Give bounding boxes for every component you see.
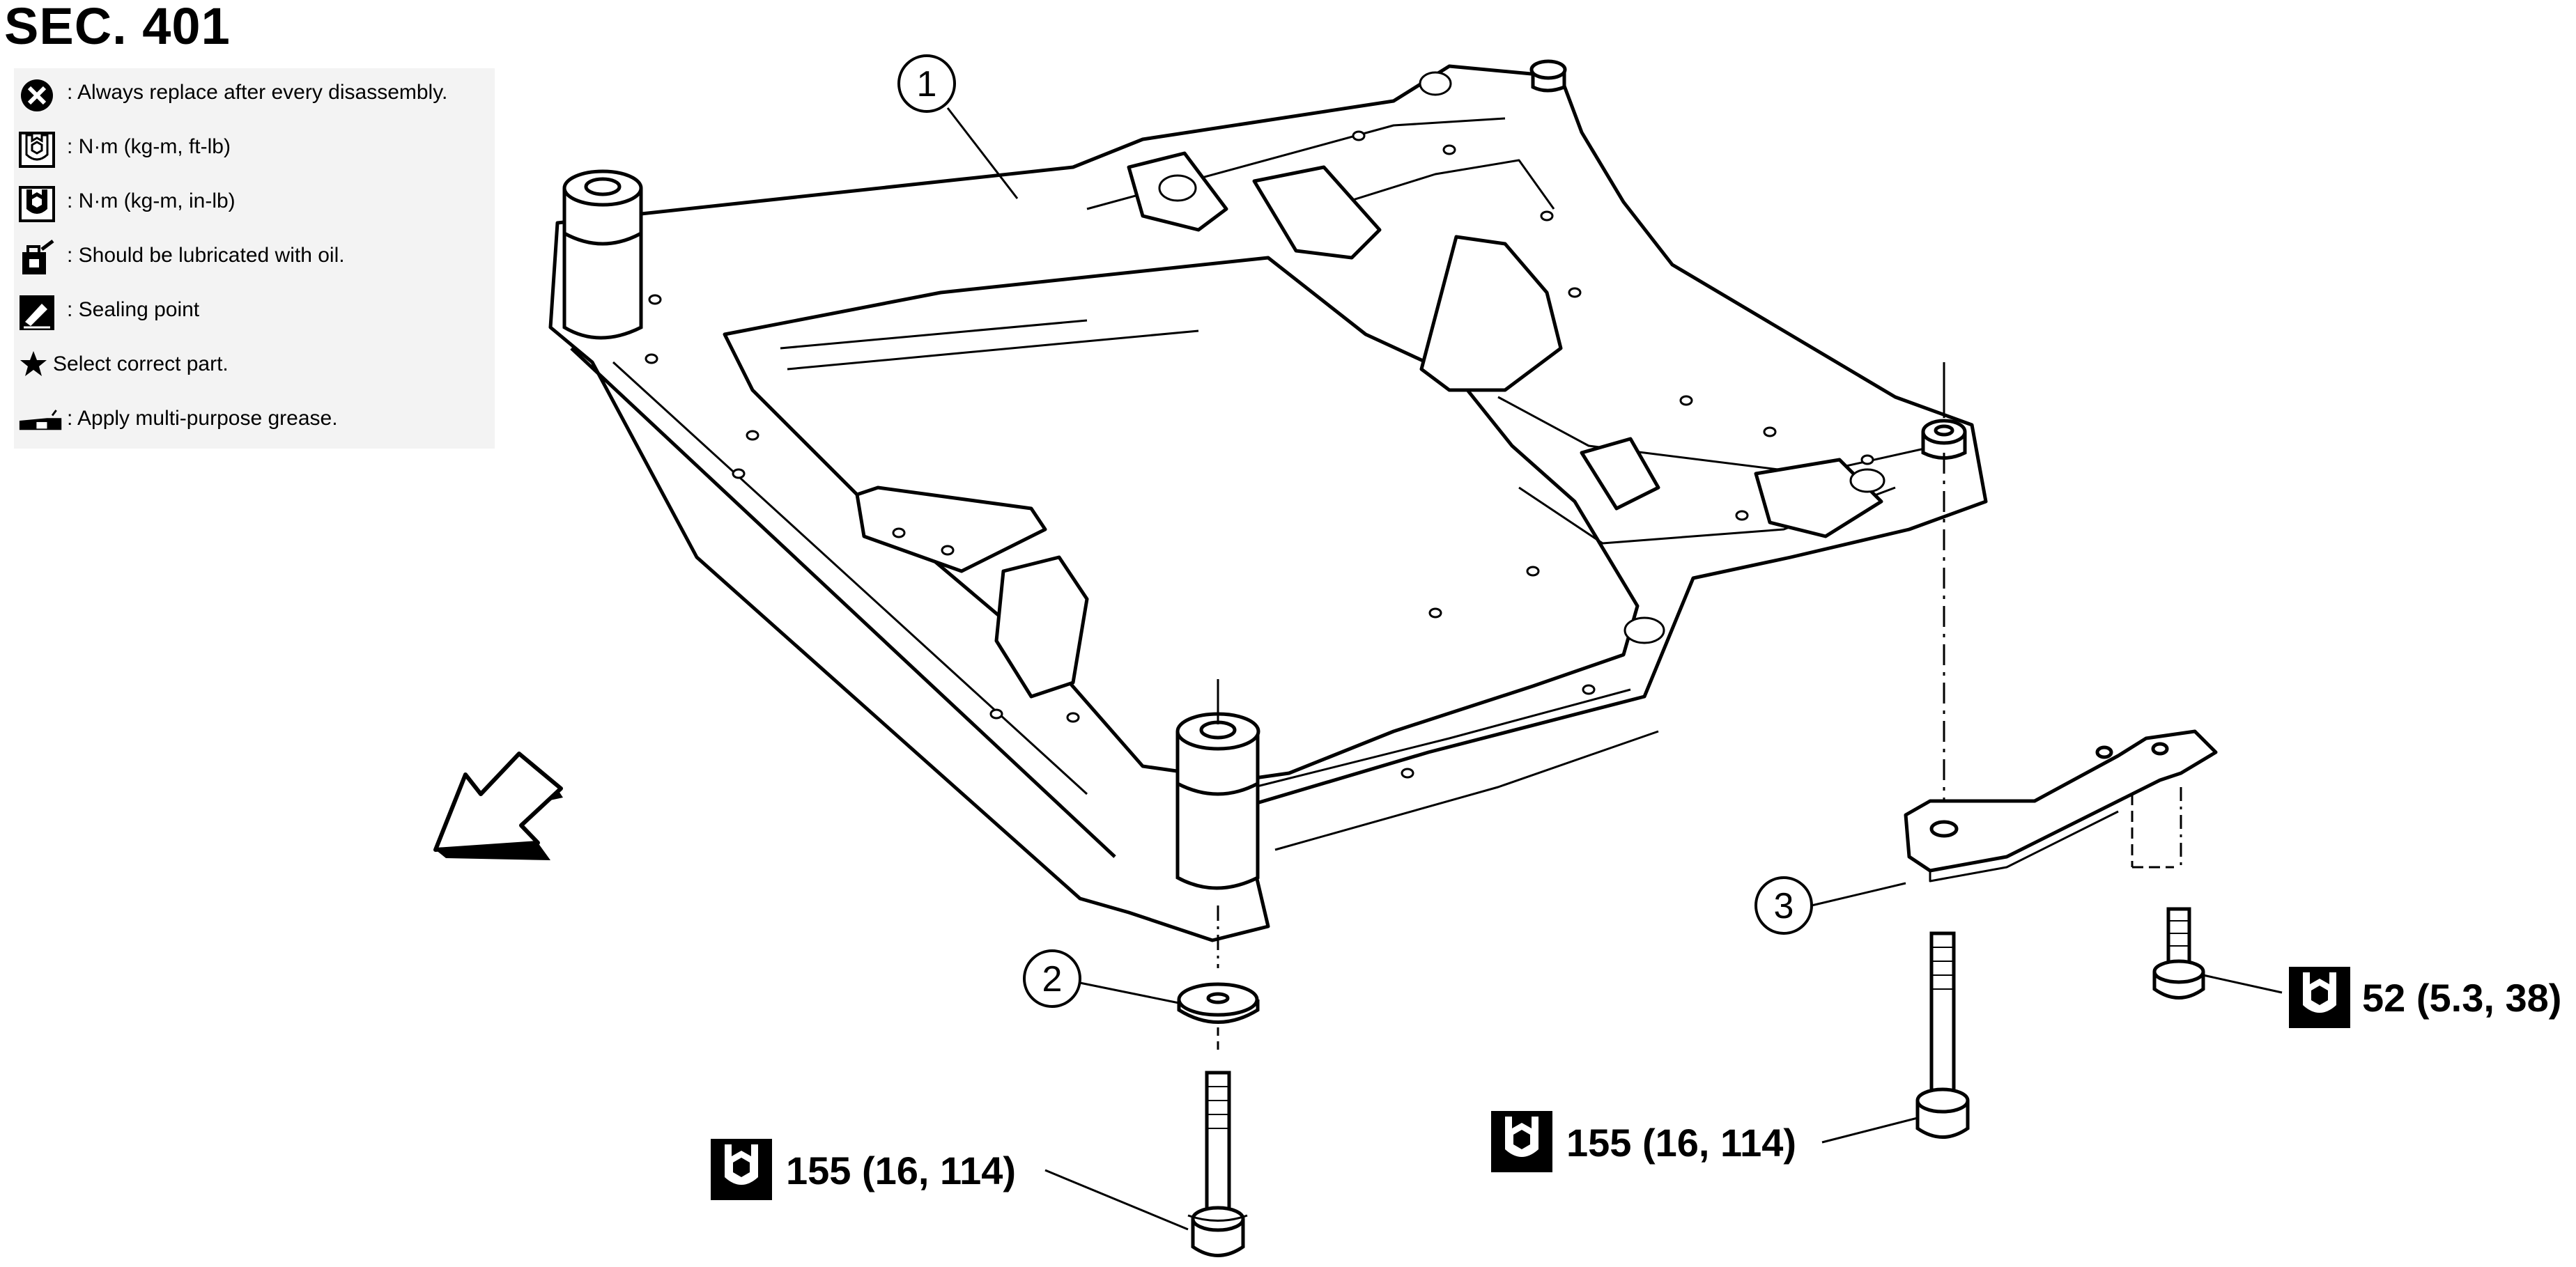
torque-inlb-icon: [19, 186, 55, 222]
torque-ftlb-icon: [1491, 1111, 1552, 1172]
torque-label-front-right: 155 (16, 114): [1491, 1111, 1796, 1172]
legend-text-grease: : Apply multi-purpose grease.: [67, 407, 338, 430]
legend-text-star: Select correct part.: [53, 352, 229, 375]
front-suspension-member: [548, 64, 1988, 942]
washer-part-2: [1177, 982, 1260, 1024]
rear-right-bushing: [1529, 59, 1967, 460]
torque-ftlb-icon: [711, 1139, 772, 1200]
bolt-front-left: [1187, 1071, 1248, 1257]
torque-value: 155 (16, 114): [786, 1149, 1016, 1192]
callout-leaders: [946, 107, 2283, 1231]
callout-number: 2: [1042, 959, 1063, 1000]
section-title: SEC. 401: [4, 0, 231, 55]
torque-ftlb-icon: [19, 132, 55, 168]
sealing-icon: [20, 295, 54, 330]
replace-icon: [21, 79, 53, 111]
front-direction-arrow: [433, 752, 563, 860]
legend-row-torque-ftlb: : N·m (kg-m, ft-lb): [14, 123, 495, 177]
torque-label-stay: 52 (5.3, 38): [2289, 967, 2561, 1028]
legend-row-star: Select correct part.: [14, 340, 495, 394]
star-icon: [20, 351, 47, 376]
torque-label-front-left: 155 (16, 114): [711, 1139, 1016, 1200]
legend-row-replace: : Always replace after every disassembly…: [14, 68, 495, 123]
oil-can-icon: [22, 240, 54, 274]
torque-ftlb-icon: [2289, 967, 2350, 1028]
legend-text-replace: : Always replace after every disassembly…: [67, 81, 448, 104]
callout-2: 2: [1023, 949, 1081, 1008]
torque-value: 155 (16, 114): [1566, 1121, 1796, 1165]
legend-row-torque-inlb: : N·m (kg-m, in-lb): [14, 177, 495, 231]
bolt-stay: [2152, 907, 2205, 1000]
callout-1: 1: [897, 54, 956, 113]
callout-3: 3: [1754, 876, 1813, 935]
legend-text-sealing: : Sealing point: [67, 298, 200, 321]
callout-number: 3: [1774, 886, 1794, 926]
mounting-holes: [645, 71, 1885, 779]
legend: : Always replace after every disassembly…: [14, 68, 495, 449]
callout-number: 1: [917, 64, 937, 104]
legend-row-oil: : Should be lubricated with oil.: [14, 231, 495, 286]
alignment-lines: [1217, 362, 2182, 1052]
front-left-bushing: [1175, 712, 1260, 890]
bolt-front-right: [1915, 931, 1970, 1139]
grease-icon: [19, 410, 62, 430]
legend-text-oil: : Should be lubricated with oil.: [67, 244, 345, 267]
stay-part-3: [1904, 729, 2218, 883]
torque-value: 52 (5.3, 38): [2362, 976, 2561, 1020]
rear-left-bushing: [562, 169, 643, 340]
legend-row-grease: : Apply multi-purpose grease.: [14, 394, 495, 449]
legend-row-sealing: : Sealing point: [14, 286, 495, 340]
legend-text-torque-inlb: : N·m (kg-m, in-lb): [67, 189, 236, 212]
legend-text-torque-ftlb: : N·m (kg-m, ft-lb): [67, 135, 231, 158]
